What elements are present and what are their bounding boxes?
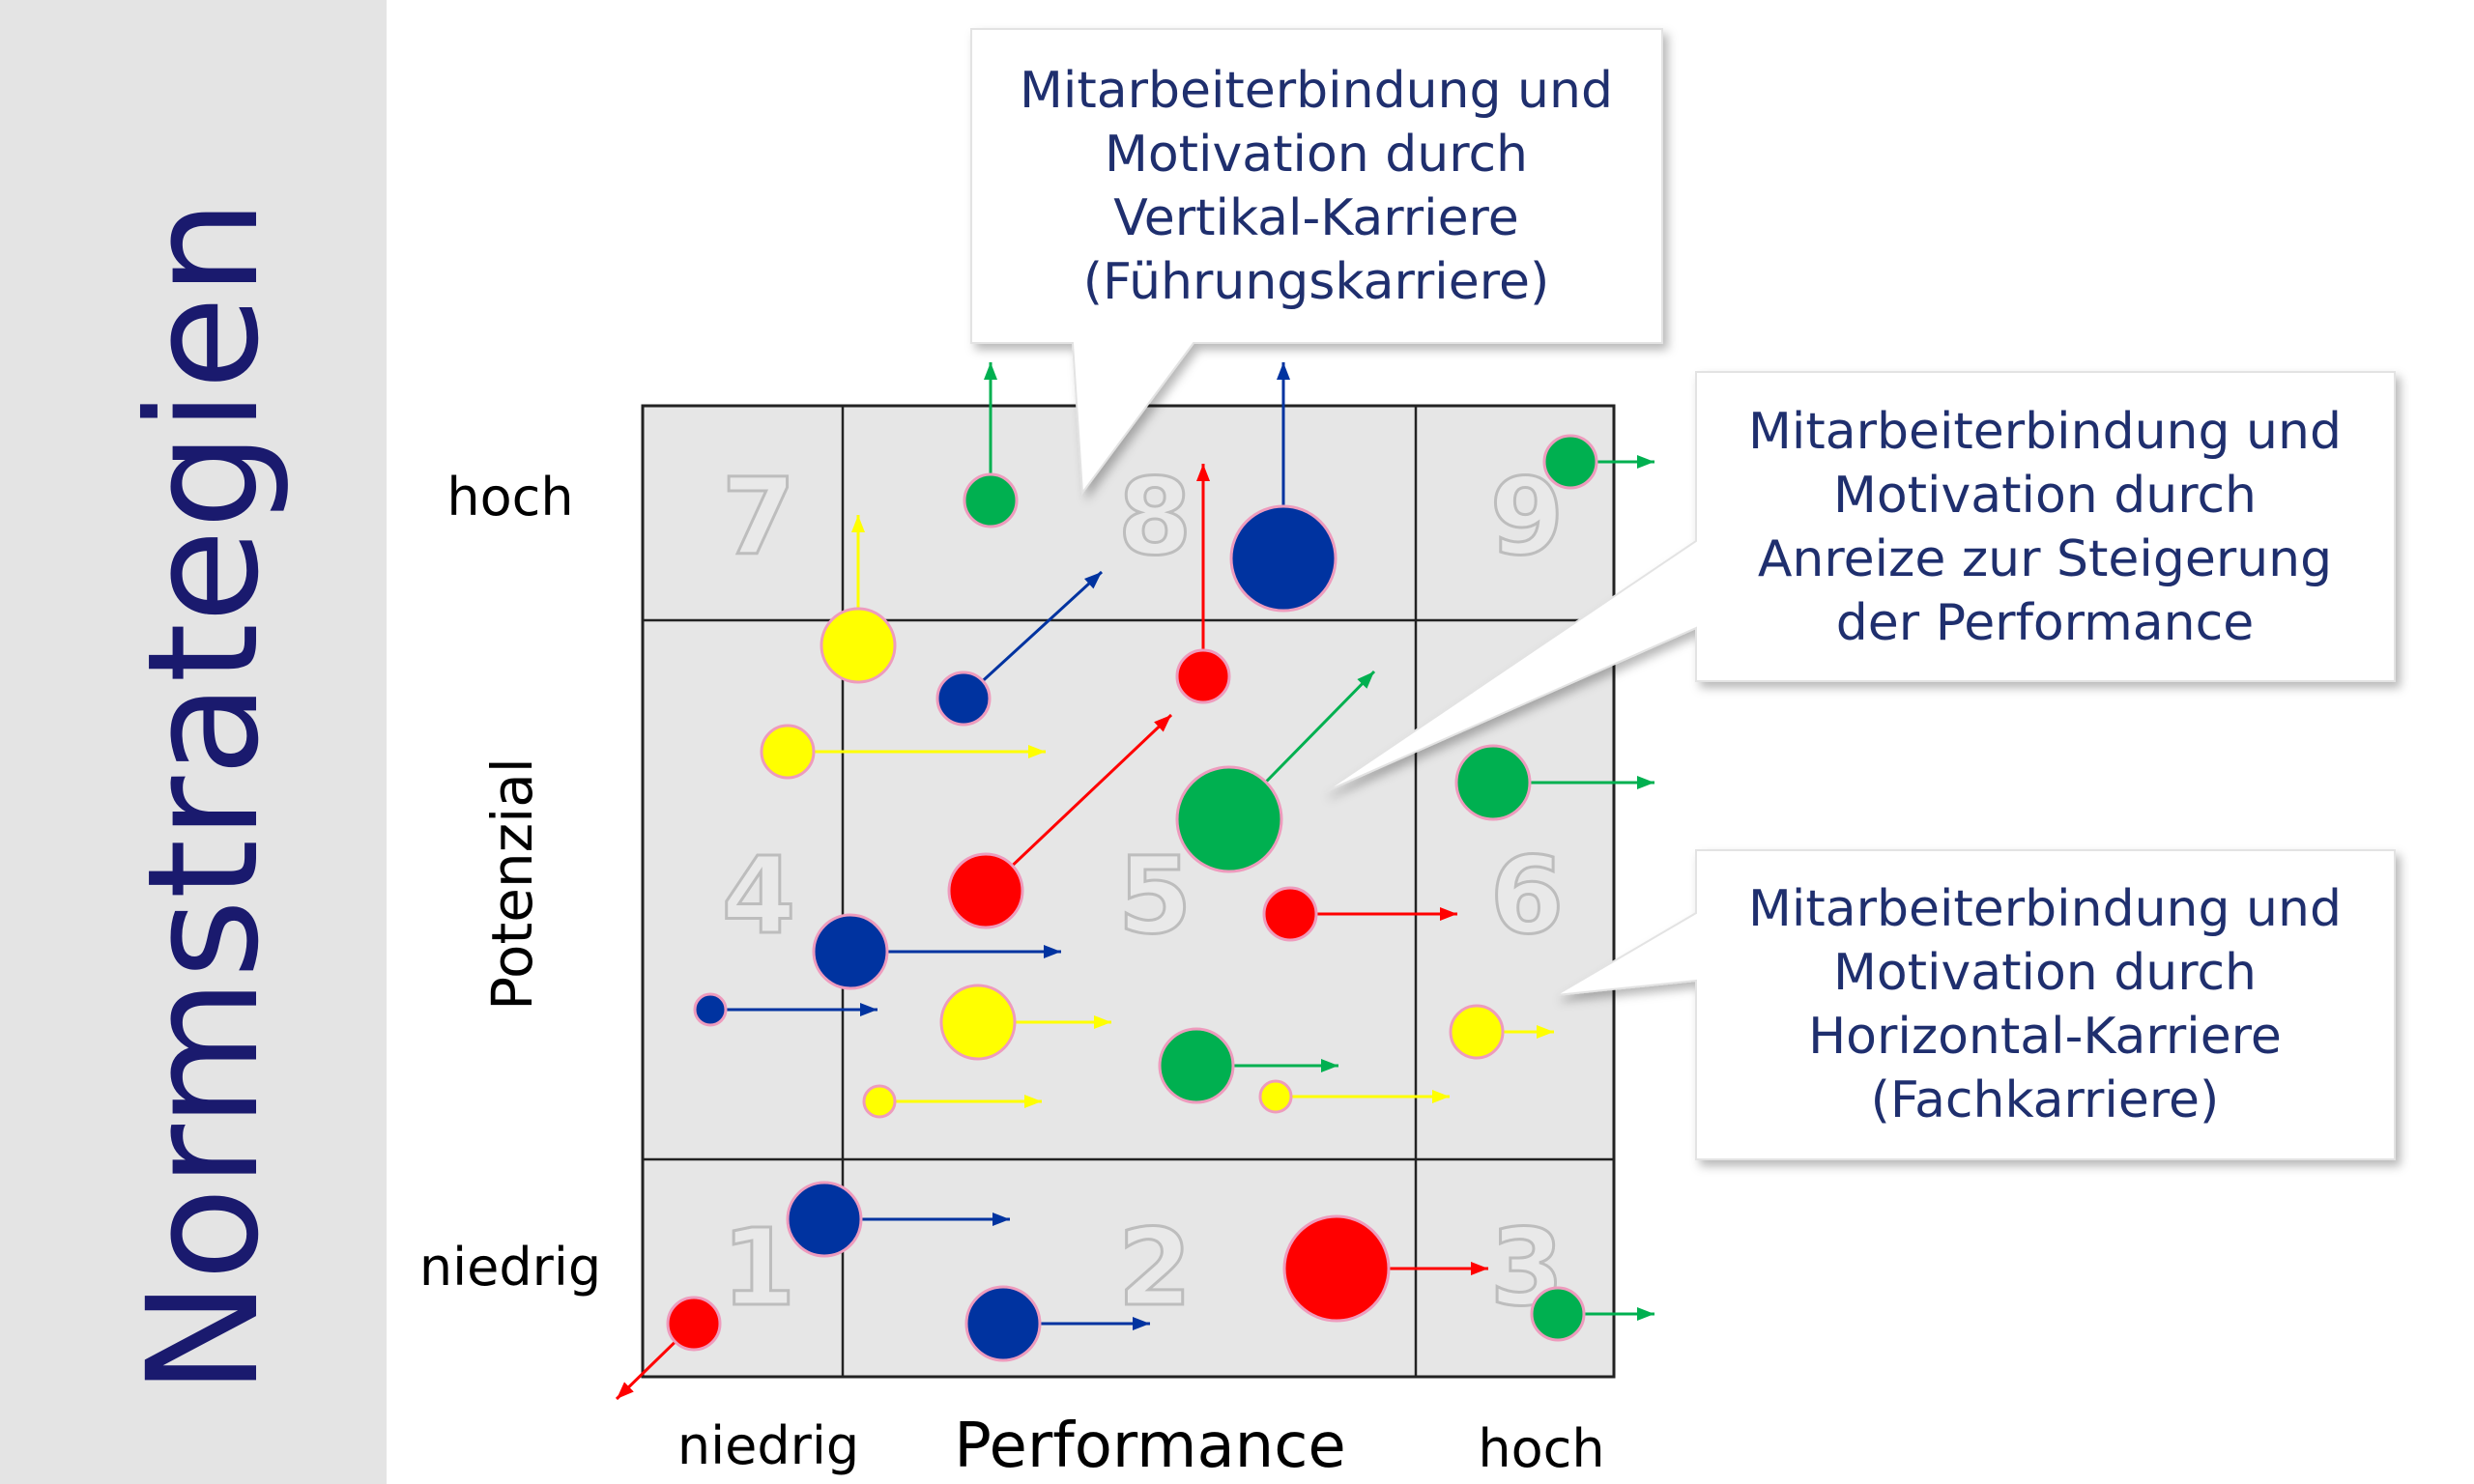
bubble-yellow-small (760, 724, 816, 780)
sidebar: Normstrategien (0, 0, 387, 1484)
arrow-head (851, 515, 865, 532)
arrow-head (1440, 907, 1457, 921)
arrow-head (1537, 1025, 1554, 1039)
y-axis-high-label: hoch (446, 467, 573, 528)
arrow-head (984, 362, 997, 380)
cell-number-2: 2 (1118, 1206, 1193, 1329)
arrow-up-right (984, 713, 1173, 893)
arrow-head (1028, 745, 1046, 758)
arrow-head (1133, 1317, 1150, 1330)
arrow-head (1024, 1095, 1042, 1108)
employee-bubbles (615, 362, 1654, 1401)
bubble-yellow-tiny (1258, 1079, 1293, 1114)
cell-number-8: 8 (1118, 455, 1193, 579)
bubble-green-small (1542, 434, 1598, 490)
arrow-up-right (962, 570, 1104, 700)
callout-box (1555, 849, 2396, 1160)
bubble-green-small (963, 472, 1019, 528)
arrow-head (1321, 1059, 1338, 1072)
callout-box (970, 28, 1663, 496)
bubble-red-large (1282, 1214, 1391, 1323)
bubble-blue-tiny (693, 992, 728, 1027)
cell-number-1: 1 (722, 1206, 796, 1329)
cell-number-6: 6 (1490, 834, 1565, 957)
bubble-red-small (1175, 648, 1231, 704)
arrow-head (617, 1382, 634, 1399)
callout-line: Motivation durch (1105, 126, 1528, 184)
arrow-head (1154, 715, 1171, 732)
callout-box (1323, 371, 2396, 793)
callout-line: (Fachkarriere) (1871, 1071, 2220, 1129)
callout-vertical-career: Mitarbeiterbindung und Motivation durch … (970, 28, 1663, 496)
cell-number-9: 9 (1490, 455, 1565, 579)
bubble-red-small (666, 1296, 722, 1352)
callout-line: Mitarbeiterbindung und (1020, 62, 1613, 120)
callout-line: der Performance (1836, 594, 2254, 652)
arrow-head (1083, 572, 1102, 589)
x-axis-low-label: niedrig (677, 1415, 859, 1476)
bubble-blue-medium (812, 913, 889, 990)
cell-numbers: 1 2 3 4 5 6 7 8 9 (720, 454, 1566, 1331)
bubble-blue-small (935, 671, 992, 727)
cell-number-5: 5 (1118, 834, 1193, 957)
callout-line: Mitarbeiterbindung und (1748, 880, 2342, 938)
callout-performance-incentives: Mitarbeiterbindung und Motivation durch … (1323, 371, 2396, 793)
callout-line: Mitarbeiterbindung und (1748, 403, 2342, 461)
bubble-green-small (1530, 1286, 1586, 1342)
bubble-yellow-medium (820, 607, 897, 684)
callout-line: Motivation durch (1833, 944, 2257, 1002)
arrow-head (1471, 1262, 1488, 1275)
arrow-head (1094, 1015, 1111, 1029)
callout-line: Motivation durch (1833, 467, 2257, 525)
callout-line: (Führungskarriere) (1083, 253, 1550, 311)
bubble-yellow-tiny (862, 1084, 897, 1119)
arrow-head (1637, 1307, 1654, 1321)
arrow-head (1637, 455, 1654, 469)
arrow-head (992, 1213, 1010, 1226)
bubble-blue-medium (964, 1285, 1042, 1362)
axis-labels: hoch niedrig Potenzial niedrig Performan… (419, 467, 1605, 1482)
y-axis-low-label: niedrig (419, 1237, 601, 1298)
callout-line: Vertikal-Karriere (1113, 189, 1519, 247)
cell-number-4: 4 (722, 834, 796, 957)
x-axis-high-label: hoch (1478, 1418, 1604, 1479)
arrow-head (1196, 464, 1210, 481)
y-axis-title: Potenzial (479, 757, 545, 1011)
arrow-head (1044, 945, 1061, 958)
bubble-green-medium (1158, 1027, 1235, 1104)
callout-line: Anreize zur Steigerung (1758, 530, 2332, 588)
arrow-head (1277, 362, 1290, 380)
bubble-red-small (1262, 886, 1318, 942)
bubble-blue-large (1229, 504, 1338, 613)
bubble-green-large (1175, 765, 1283, 873)
arrow-head (860, 1003, 877, 1016)
cell-number-7: 7 (722, 455, 796, 579)
bubble-green-medium (1454, 744, 1532, 821)
bubble-red-medium (947, 852, 1024, 929)
arrow-head (1357, 671, 1374, 689)
arrow-head (1432, 1090, 1450, 1103)
x-axis-title: Performance (954, 1411, 1346, 1482)
bubble-yellow-medium (939, 984, 1017, 1061)
arrow-head (1637, 776, 1654, 789)
callout-line: Horizontal-Karriere (1808, 1008, 2282, 1066)
bubble-blue-medium (786, 1181, 863, 1258)
callout-horizontal-career: Mitarbeiterbindung und Motivation durch … (1555, 849, 2396, 1160)
bubble-yellow-small (1449, 1004, 1505, 1060)
